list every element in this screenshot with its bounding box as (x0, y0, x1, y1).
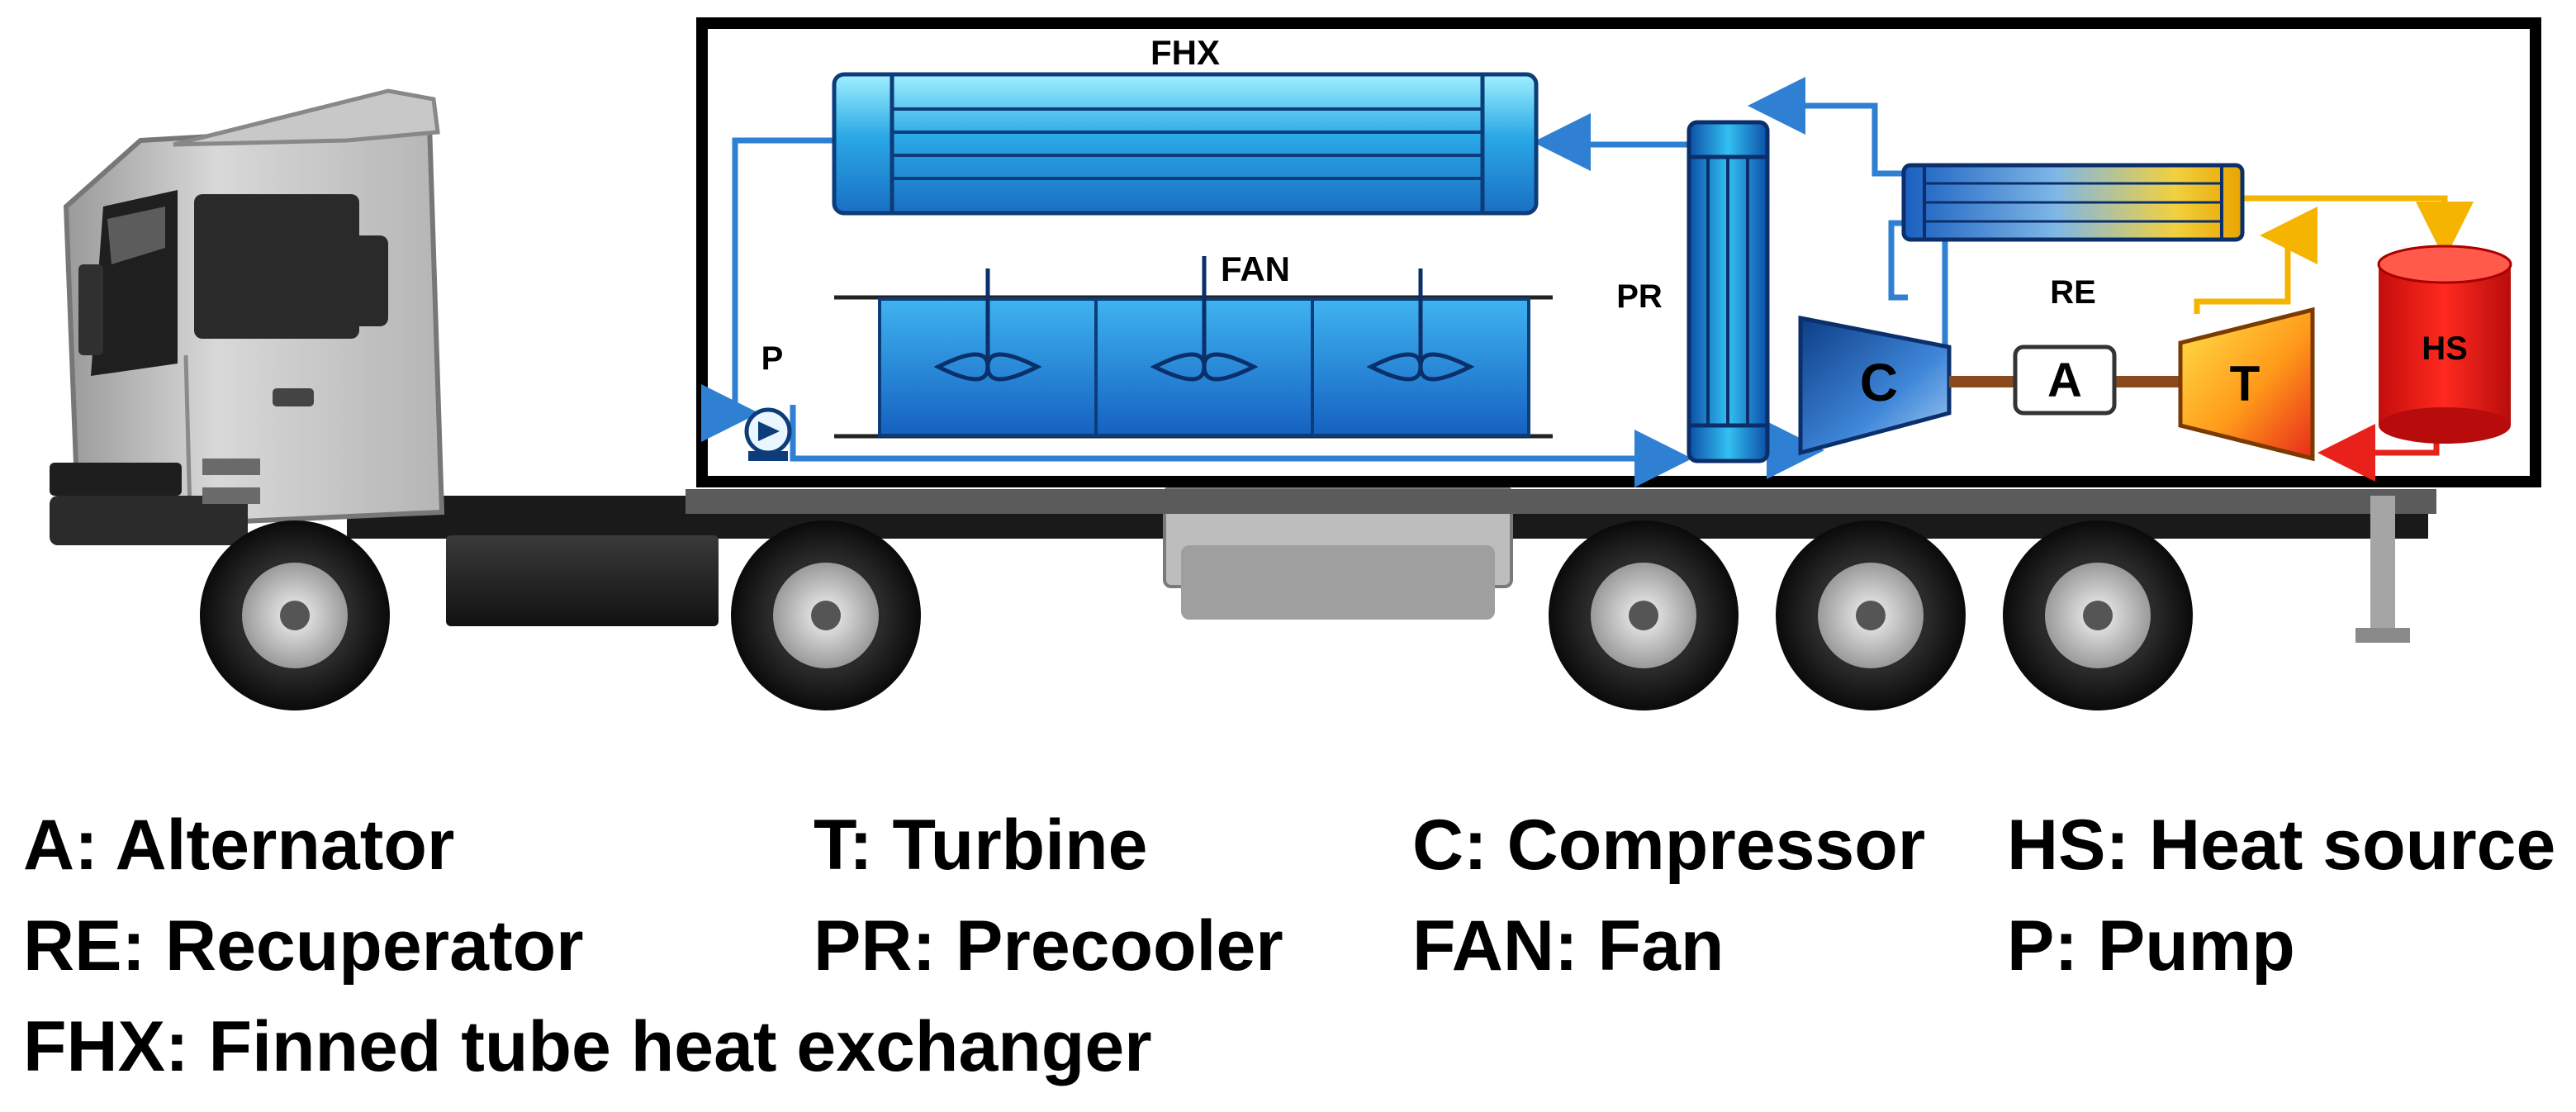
label-p: P (761, 340, 784, 377)
wheel-front (200, 520, 390, 710)
legend-item-pr: PR: Precooler (814, 906, 1283, 986)
wheel-trailer-3 (2003, 520, 2193, 710)
legend-item-fhx: FHX: Finned tube heat exchanger (23, 1007, 1152, 1086)
legend-item-p: P: Pump (2007, 906, 2295, 986)
legend-item-re: RE: Recuperator (23, 906, 584, 986)
fan-unit (834, 256, 1553, 439)
legend-item-hs: HS: Heat source (2007, 805, 2556, 885)
label-c: C (1860, 353, 1898, 412)
fhx-heat-exchanger (832, 72, 1539, 216)
wheel-trailer-1 (1549, 520, 1739, 710)
turbine-icon (2178, 307, 2315, 462)
label-re: RE (2050, 274, 2096, 311)
wheel-trailer-2 (1776, 520, 1966, 710)
label-t: T (2230, 356, 2261, 411)
label-hs: HS (2422, 330, 2468, 367)
alternator-icon (2013, 345, 2117, 416)
legend-item-fan: FAN: Fan (1412, 906, 1724, 986)
legend-item-c: C: Compressor (1412, 805, 1926, 885)
legend-item-a: A: Alternator (23, 805, 455, 885)
label-a: A (2047, 354, 2082, 407)
legend: A: Alternator T: Turbine C: Compressor H… (0, 777, 2576, 1107)
legend-item-t: T: Turbine (814, 805, 1148, 885)
precooler-icon (1686, 120, 1770, 463)
fan-icon (933, 256, 1475, 382)
compressor-icon (1798, 315, 1952, 456)
truck-wheels (200, 520, 2193, 710)
label-fhx: FHX (1150, 33, 1220, 72)
label-pr: PR (1616, 278, 1663, 315)
pump-icon (744, 407, 792, 461)
heat-source-icon (2377, 245, 2512, 444)
truck-cycle-diagram: FHX FAN P PR (50, 17, 2541, 710)
wheel-drive (731, 520, 921, 710)
recuperator-icon (1901, 163, 2245, 242)
truck-icon (50, 88, 2436, 643)
label-fan: FAN (1221, 249, 1290, 288)
